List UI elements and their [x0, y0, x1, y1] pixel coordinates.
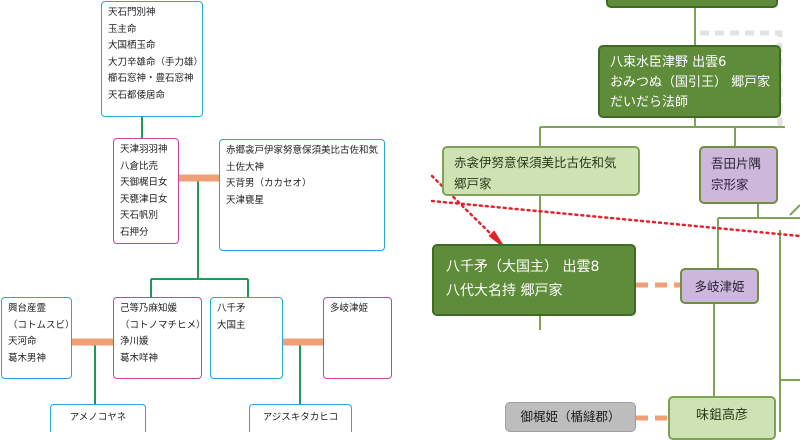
box-takitsuhime-right: 多岐津姫 [680, 268, 759, 304]
name-line: 浄川媛 [120, 336, 149, 347]
name-line: （コトムスビ） [8, 319, 75, 331]
name-line: だいだら法師 [610, 95, 689, 110]
name-line: 天石門別神 [108, 7, 156, 18]
name-line: 八代大名持 郷戸家 [446, 283, 563, 299]
name-line: おみつぬ（国引王） 郷戸家 [610, 75, 771, 90]
name-line: 八倉比売 [120, 160, 159, 172]
name-line: 葛木咩神 [120, 352, 159, 364]
box-akago-right: 赤衾伊努意保須美比古佐和気 郷戸家 [442, 146, 640, 196]
name-line: 赤郷衾戸伊家努意保須美比古佐和気 [226, 145, 379, 156]
box-ajisuki-right: 味鉏高彦 [668, 396, 776, 440]
box-ame-no-iwato: 天石門別神 玉主命 大国栖玉命 大刀辛雄命（手力雄） 櫛石窓神・豊石窓神 天石都… [101, 1, 203, 117]
name-line: 八千矛（大国主） 出雲8 [446, 259, 600, 275]
box-yatsukamizu: 八束水臣津野 出雲6 おみつぬ（国引王） 郷戸家 だいだら法師 [598, 45, 781, 118]
name-line: 興台産霊 [8, 303, 47, 314]
name-line: 玉主命 [108, 23, 137, 35]
name-line: アメノコヤネ [69, 412, 127, 423]
name-line: 天石帆別 [120, 210, 159, 221]
name-line: 吾田片隅 [711, 156, 762, 171]
name-line: 櫛石窓神・豊石窓神 [108, 73, 194, 84]
name-line: 天津羽羽神 [120, 144, 168, 155]
name-line: 御梶姫（楯縫郡） [520, 409, 621, 424]
name-line: 天御梶日女 [120, 177, 168, 188]
red-arrowhead [488, 230, 504, 247]
name-line: 赤衾伊努意保須美比古佐和気 [454, 155, 617, 170]
name-line: 多岐津姫 [330, 303, 369, 314]
name-line: 郷戸家 [454, 176, 492, 191]
box-ama-tsu-haha: 天津羽羽神 八倉比売 天御梶日女 天甕津日女 天石帆別 石押分 [113, 138, 179, 244]
name-line: 己等乃麻知媛 [120, 303, 178, 314]
name-line: 天津甕星 [226, 194, 265, 206]
name-line: 大国栖玉命 [108, 40, 156, 51]
red-dotted-line-upper [430, 199, 800, 238]
name-line: 天背男（カカセオ） [226, 178, 312, 189]
name-line: 大国主 [217, 319, 246, 331]
name-line: 味鉏高彦 [695, 408, 748, 423]
name-line: 天河命 [8, 336, 37, 347]
box-kotonomachi: 己等乃麻知媛 （コトノマチヒメ） 浄川媛 葛木咩神 [113, 297, 206, 379]
name-line: 八千矛 [217, 303, 246, 314]
name-line: （コトノマチヒメ） [120, 319, 206, 331]
name-line: 石押分 [120, 226, 149, 238]
name-line: 葛木男神 [8, 352, 47, 364]
box-yachihoko-right: 八千矛（大国主） 出雲8 八代大名持 郷戸家 [432, 244, 636, 316]
box-ajisukitakahiko: アジスキタカヒコ [249, 404, 352, 432]
box-mikajihime: 御梶姫（楯縫郡） [505, 402, 636, 432]
box-takitsuhime-left: 多岐津姫 [323, 297, 392, 379]
box-akago-left: 赤郷衾戸伊家努意保須美比古佐和気 土佐大神 天背男（カカセオ） 天津甕星 [219, 139, 385, 251]
box-top-cut [606, 0, 778, 8]
name-line: 多岐津姫 [694, 279, 745, 294]
name-line: 天甕津日女 [120, 193, 168, 205]
name-line: 土佐大神 [226, 161, 265, 173]
name-line: 八束水臣津野 出雲6 [610, 55, 727, 70]
name-line: アジスキタカヒコ [262, 412, 339, 423]
connector-right-edge [789, 204, 800, 216]
box-amenokoyane: アメノコヤネ [50, 404, 146, 432]
name-line: 天石都倭居命 [108, 89, 166, 101]
name-line: 大刀辛雄命（手力雄） [108, 56, 204, 68]
box-yoshida-munakata: 吾田片隅 宗形家 [699, 146, 778, 204]
box-kotomusubi: 興台産霊 （コトムスビ） 天河命 葛木男神 [1, 297, 75, 379]
name-line: 宗形家 [711, 177, 749, 192]
box-yachihoko-left: 八千矛 大国主 [210, 297, 283, 379]
